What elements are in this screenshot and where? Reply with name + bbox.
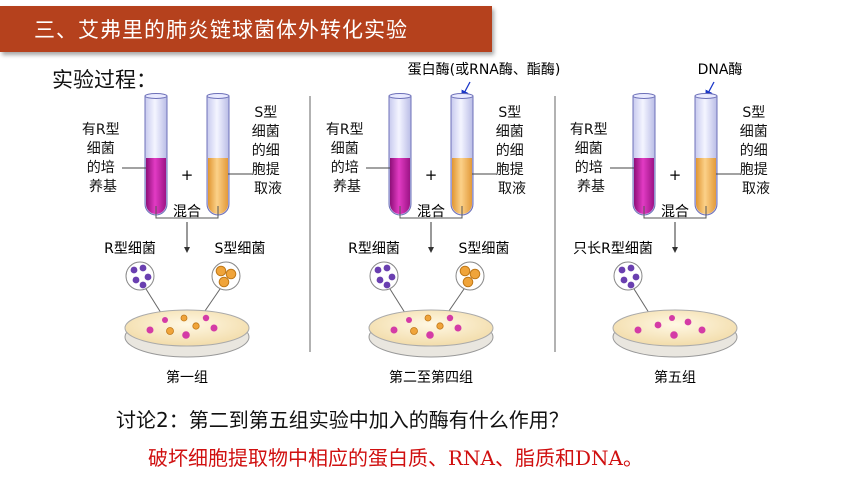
cell-extract-label: S型 细菌 的细 胞提 取液 xyxy=(740,105,772,197)
tube-rim xyxy=(694,93,718,99)
culture-medium xyxy=(390,158,410,214)
label-line: S型 xyxy=(742,105,765,121)
panel-group-2: 蛋白酶(或RNA酶、酯酶) 有R型 细菌 的培 养基 S型 细菌 的细 胞提 取… xyxy=(326,62,560,386)
label-line: 养基 xyxy=(333,178,361,195)
mix-label: 混合 xyxy=(173,204,201,220)
label-line: 的培 xyxy=(575,160,603,176)
tube-rim xyxy=(388,93,412,99)
label-line: 养基 xyxy=(577,178,605,195)
panel-group-3: DNA酶 有R型 细菌 的培 养基 S型 细菌 的细 胞提 取液 + 混合 只长… xyxy=(570,62,772,386)
label-line: 有R型 xyxy=(326,122,364,138)
label-line: 胞提 xyxy=(496,162,524,178)
culture-medium-label: 有R型 细菌 的培 养基 xyxy=(326,122,368,195)
label-line: 取液 xyxy=(254,181,282,197)
mix-bracket xyxy=(643,206,707,219)
label-line: 养基 xyxy=(89,178,117,195)
label-line: 细菌 xyxy=(740,124,768,140)
petri-dish-medium xyxy=(124,309,250,347)
label-line: 细菌 xyxy=(331,141,359,157)
culture-medium-label: 有R型 细菌 的培 养基 xyxy=(82,122,124,195)
s-bacteria-label: S型细菌 xyxy=(459,241,510,257)
enzyme-label: DNA酶 xyxy=(698,62,743,78)
label-line: 胞提 xyxy=(740,162,768,178)
mix-bracket xyxy=(155,206,219,219)
culture-medium-label: 有R型 细菌 的培 养基 xyxy=(570,122,612,195)
discussion-answer: 破坏细胞提取物中相应的蛋白质、RNA、脂质和DNA。 xyxy=(148,446,643,470)
tube-rim xyxy=(206,93,230,99)
r-colonies xyxy=(146,314,218,339)
label-line: 的细 xyxy=(740,143,768,159)
section-label: 实验过程： xyxy=(52,68,157,92)
label-line: 的培 xyxy=(331,160,359,176)
cell-extract xyxy=(696,158,716,214)
r-bacteria-label: R型细菌 xyxy=(348,241,400,257)
group-label: 第五组 xyxy=(654,369,696,386)
group-label: 第二至第四组 xyxy=(389,369,473,386)
petri-dish-medium xyxy=(612,309,738,347)
s-bacteria-label: S型细菌 xyxy=(215,241,266,257)
tube-rim xyxy=(144,93,168,99)
title-banner: 三、艾弗里的肺炎链球菌体外转化实验 xyxy=(0,6,492,52)
label-line: 有R型 xyxy=(82,122,120,138)
s-colonies xyxy=(166,314,200,335)
label-line: 胞提 xyxy=(252,162,280,178)
tube-rim xyxy=(450,93,474,99)
petri-dish-medium xyxy=(368,309,494,347)
label-line: S型 xyxy=(254,105,277,121)
mix-label: 混合 xyxy=(661,204,689,220)
plus-sign: + xyxy=(425,166,438,184)
label-line: 的细 xyxy=(252,143,280,159)
r-bacteria-label: R型细菌 xyxy=(104,241,156,257)
s-colonies xyxy=(410,314,444,335)
label-line: 的培 xyxy=(87,160,115,176)
page-title: 三、艾弗里的肺炎链球菌体外转化实验 xyxy=(34,18,408,42)
r-colonies xyxy=(390,314,462,339)
label-line: 的细 xyxy=(496,143,524,159)
group-label: 第一组 xyxy=(166,369,208,386)
r-colonies xyxy=(634,315,706,339)
r-bacteria-only-label: 只长R型细菌 xyxy=(573,241,653,257)
tube-rim xyxy=(632,93,656,99)
discussion-question: 讨论2：第二到第五组实验中加入的酶有什么作用？ xyxy=(116,408,569,432)
label-line: 细菌 xyxy=(252,124,280,140)
label-line: 取液 xyxy=(742,181,770,197)
cell-extract-label: S型 细菌 的细 胞提 取液 xyxy=(496,105,528,197)
enzyme-label: 蛋白酶(或RNA酶、酯酶) xyxy=(408,62,561,78)
label-line: S型 xyxy=(498,105,521,121)
cell-extract xyxy=(452,158,472,214)
panel-group-1: 有R型 细菌 的培 养基 S型 细菌 的细 胞提 取液 + 混合 R型细菌 S型… xyxy=(82,93,284,386)
culture-medium xyxy=(634,158,654,214)
label-line: 有R型 xyxy=(570,122,608,138)
mix-label: 混合 xyxy=(417,204,445,220)
experiment-diagram: 有R型 细菌 的培 养基 S型 细菌 的细 胞提 取液 + 混合 R型细菌 S型… xyxy=(82,62,772,386)
mix-bracket xyxy=(399,206,463,219)
plus-sign: + xyxy=(669,166,682,184)
label-line: 细菌 xyxy=(496,124,524,140)
label-line: 细菌 xyxy=(575,141,603,157)
culture-medium xyxy=(146,158,166,214)
plus-sign: + xyxy=(181,166,194,184)
cell-extract xyxy=(208,158,228,214)
cell-extract-label: S型 细菌 的细 胞提 取液 xyxy=(252,105,284,197)
label-line: 取液 xyxy=(498,181,526,197)
label-line: 细菌 xyxy=(87,141,115,157)
